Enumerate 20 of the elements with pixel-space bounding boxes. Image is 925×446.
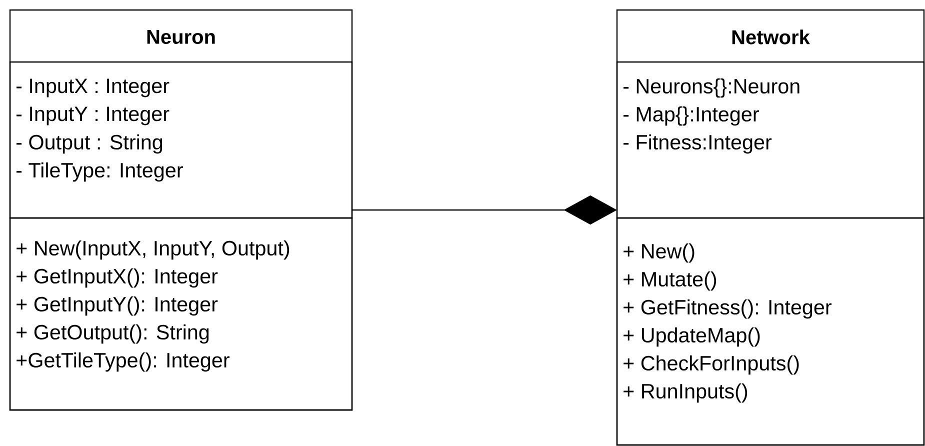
member-text: + UpdateMap() bbox=[624, 327, 760, 347]
member-text: + GetOutput(): String bbox=[16, 324, 209, 344]
member-text: - Neurons{}:Neuron bbox=[624, 78, 800, 98]
member-text: + Mutate() bbox=[624, 271, 716, 291]
member-text: + CheckForInputs() bbox=[624, 355, 799, 375]
member-text: + RunInputs() bbox=[624, 383, 748, 403]
member-text: +GetTileType(): Integer bbox=[16, 352, 230, 372]
member-text: + GetInputX(): Integer bbox=[16, 268, 218, 288]
member-text: + GetFitness(): Integer bbox=[624, 299, 832, 319]
class-name: Neuron bbox=[147, 30, 215, 44]
member-text: + New(InputX, InputY, Output) bbox=[16, 240, 290, 260]
member-text: - Fitness:Integer bbox=[624, 134, 772, 154]
member-text: + New() bbox=[624, 243, 694, 263]
member-text: - InputY : Integer bbox=[16, 106, 170, 126]
member-text: + GetInputY(): Integer bbox=[16, 296, 218, 316]
member-text: - Map{}:Integer bbox=[624, 106, 759, 126]
class-name: Network bbox=[732, 30, 810, 44]
member-text: - TileType: Integer bbox=[16, 162, 183, 182]
member-text: - Output : String bbox=[16, 134, 162, 154]
member-text: - InputX : Integer bbox=[16, 78, 170, 98]
